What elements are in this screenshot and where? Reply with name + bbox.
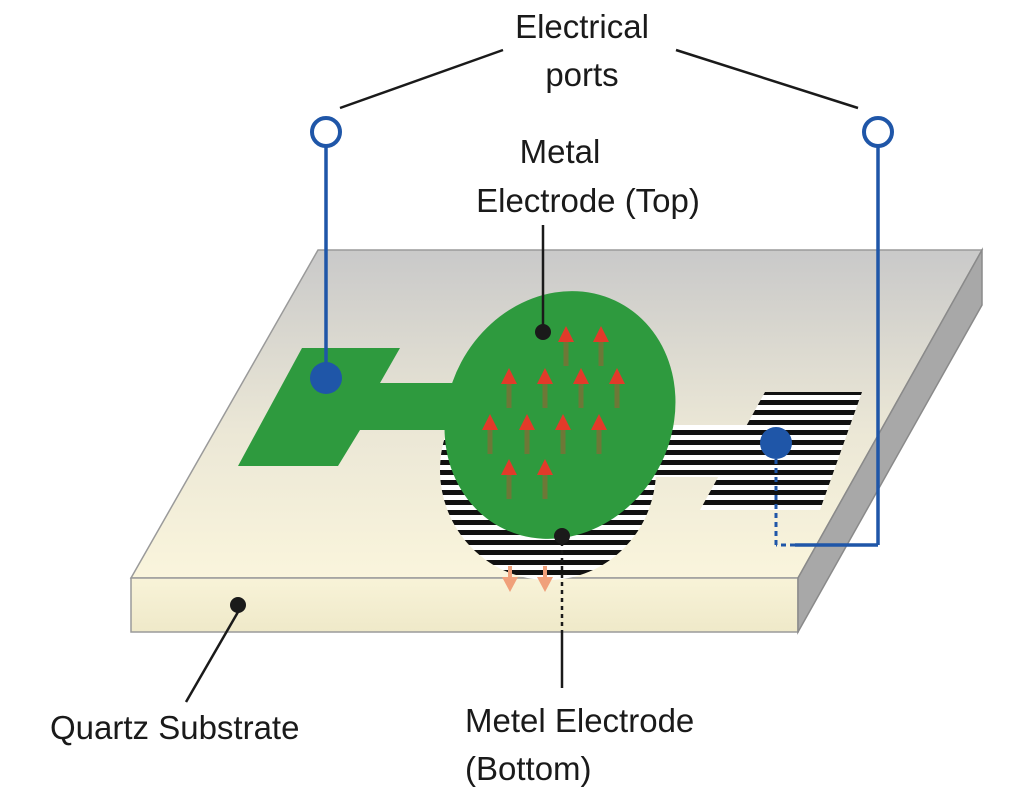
polarization-arrow-up <box>519 414 535 454</box>
bottom-electrode-label-line2: (Bottom) <box>465 750 592 787</box>
right-contact-dot <box>760 427 792 459</box>
substrate-label: Quartz Substrate <box>50 709 299 746</box>
polarization-arrow-up <box>501 459 517 499</box>
substrate-side-face <box>797 247 983 635</box>
polarization-arrow-up <box>593 326 609 366</box>
polarization-arrow-up <box>609 368 625 408</box>
polarization-arrow-up <box>558 326 574 366</box>
top-electrode-marker <box>535 324 551 340</box>
ports-label-line1: Electrical <box>515 8 649 45</box>
top-electrode <box>238 291 676 539</box>
left-port-terminal <box>310 116 342 148</box>
polarization-arrows-down <box>502 566 553 592</box>
top-electrode-disc <box>444 291 676 539</box>
polarization-arrow-down <box>502 566 518 592</box>
ports-leader-left <box>339 48 504 110</box>
polarization-arrows-up <box>482 326 625 499</box>
bottom-electrode-label-line1: Metel Electrode <box>465 702 694 739</box>
left-contact-dot <box>310 362 342 394</box>
ports-label-line2: ports <box>545 56 618 93</box>
polarization-arrow-up <box>537 368 553 408</box>
wiring <box>310 116 894 547</box>
polarization-arrow-up <box>555 414 571 454</box>
labels: Electrical ports Metal Electrode (Top) Q… <box>50 8 700 787</box>
polarization-arrow-up <box>573 368 589 408</box>
right-port-terminal <box>862 116 894 148</box>
top-electrode-pad <box>238 348 460 466</box>
leader-lines <box>184 48 859 703</box>
substrate-marker <box>230 597 246 613</box>
polarization-arrow-down <box>537 566 553 592</box>
substrate-leader <box>184 611 240 703</box>
ports-leader-right <box>675 48 859 110</box>
top-electrode-label-line2: Electrode (Top) <box>476 182 700 219</box>
polarization-arrow-up <box>482 414 498 454</box>
polarization-arrow-up <box>501 368 517 408</box>
top-electrode-label-line1: Metal <box>520 133 601 170</box>
bottom-electrode-marker <box>554 528 570 544</box>
polarization-arrow-up <box>537 459 553 499</box>
polarization-arrow-up <box>591 414 607 454</box>
